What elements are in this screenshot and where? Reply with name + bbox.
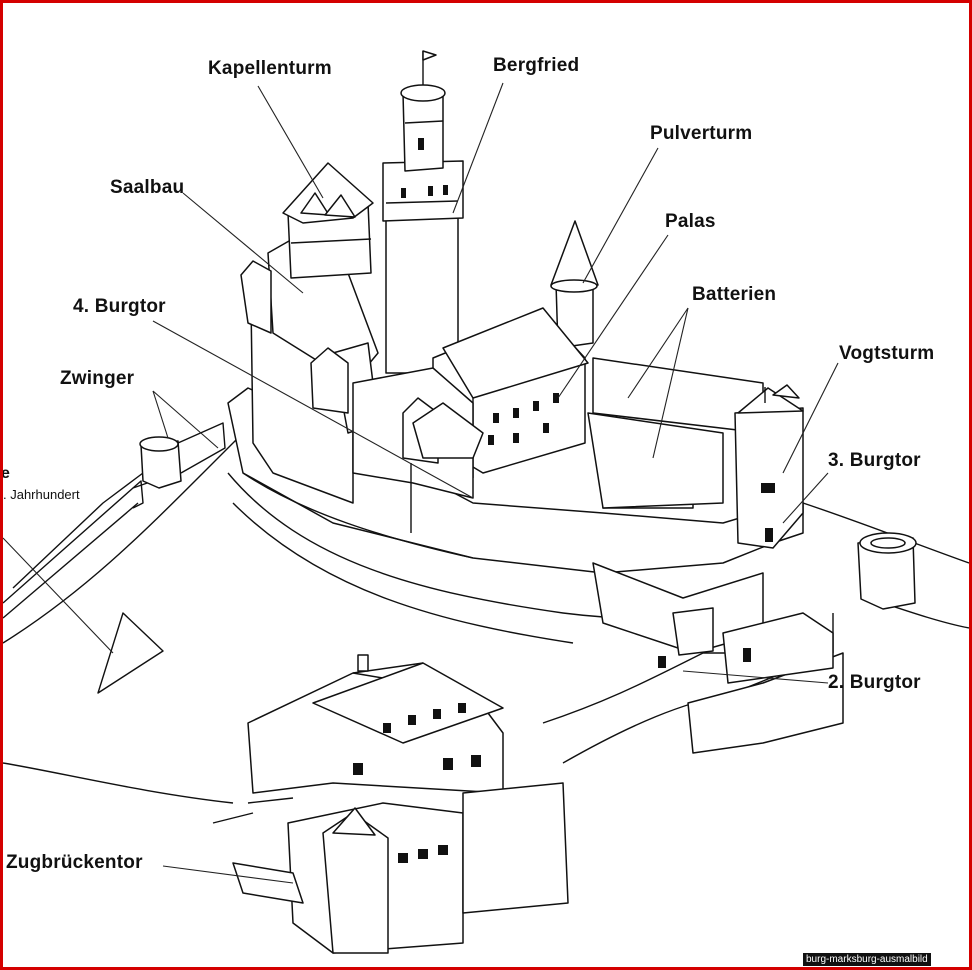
partial-label-jahrhundert: . Jahrhundert <box>3 487 80 502</box>
label-saalbau: Saalbau <box>110 177 185 198</box>
label-bergfried: Bergfried <box>493 55 580 76</box>
label-vogtsturm: Vogtsturm <box>839 343 935 364</box>
partial-label-e: e <box>1 465 11 482</box>
label-2-burgtor: 2. Burgtor <box>828 672 921 693</box>
label-zugbrueckentor: Zugbrückentor <box>6 852 143 873</box>
label-palas: Palas <box>665 211 716 232</box>
label-zwinger: Zwinger <box>60 368 135 389</box>
label-kapellenturm: Kapellenturm <box>208 58 332 79</box>
label-3-burgtor: 3. Burgtor <box>828 450 921 471</box>
label-batterien: Batterien <box>692 284 777 305</box>
castle-drawing <box>3 50 969 954</box>
label-4-burgtor: 4. Burgtor <box>73 296 166 317</box>
label-pulverturm: Pulverturm <box>650 123 753 144</box>
watermark: burg-marksburg-ausmalbild <box>803 953 931 966</box>
